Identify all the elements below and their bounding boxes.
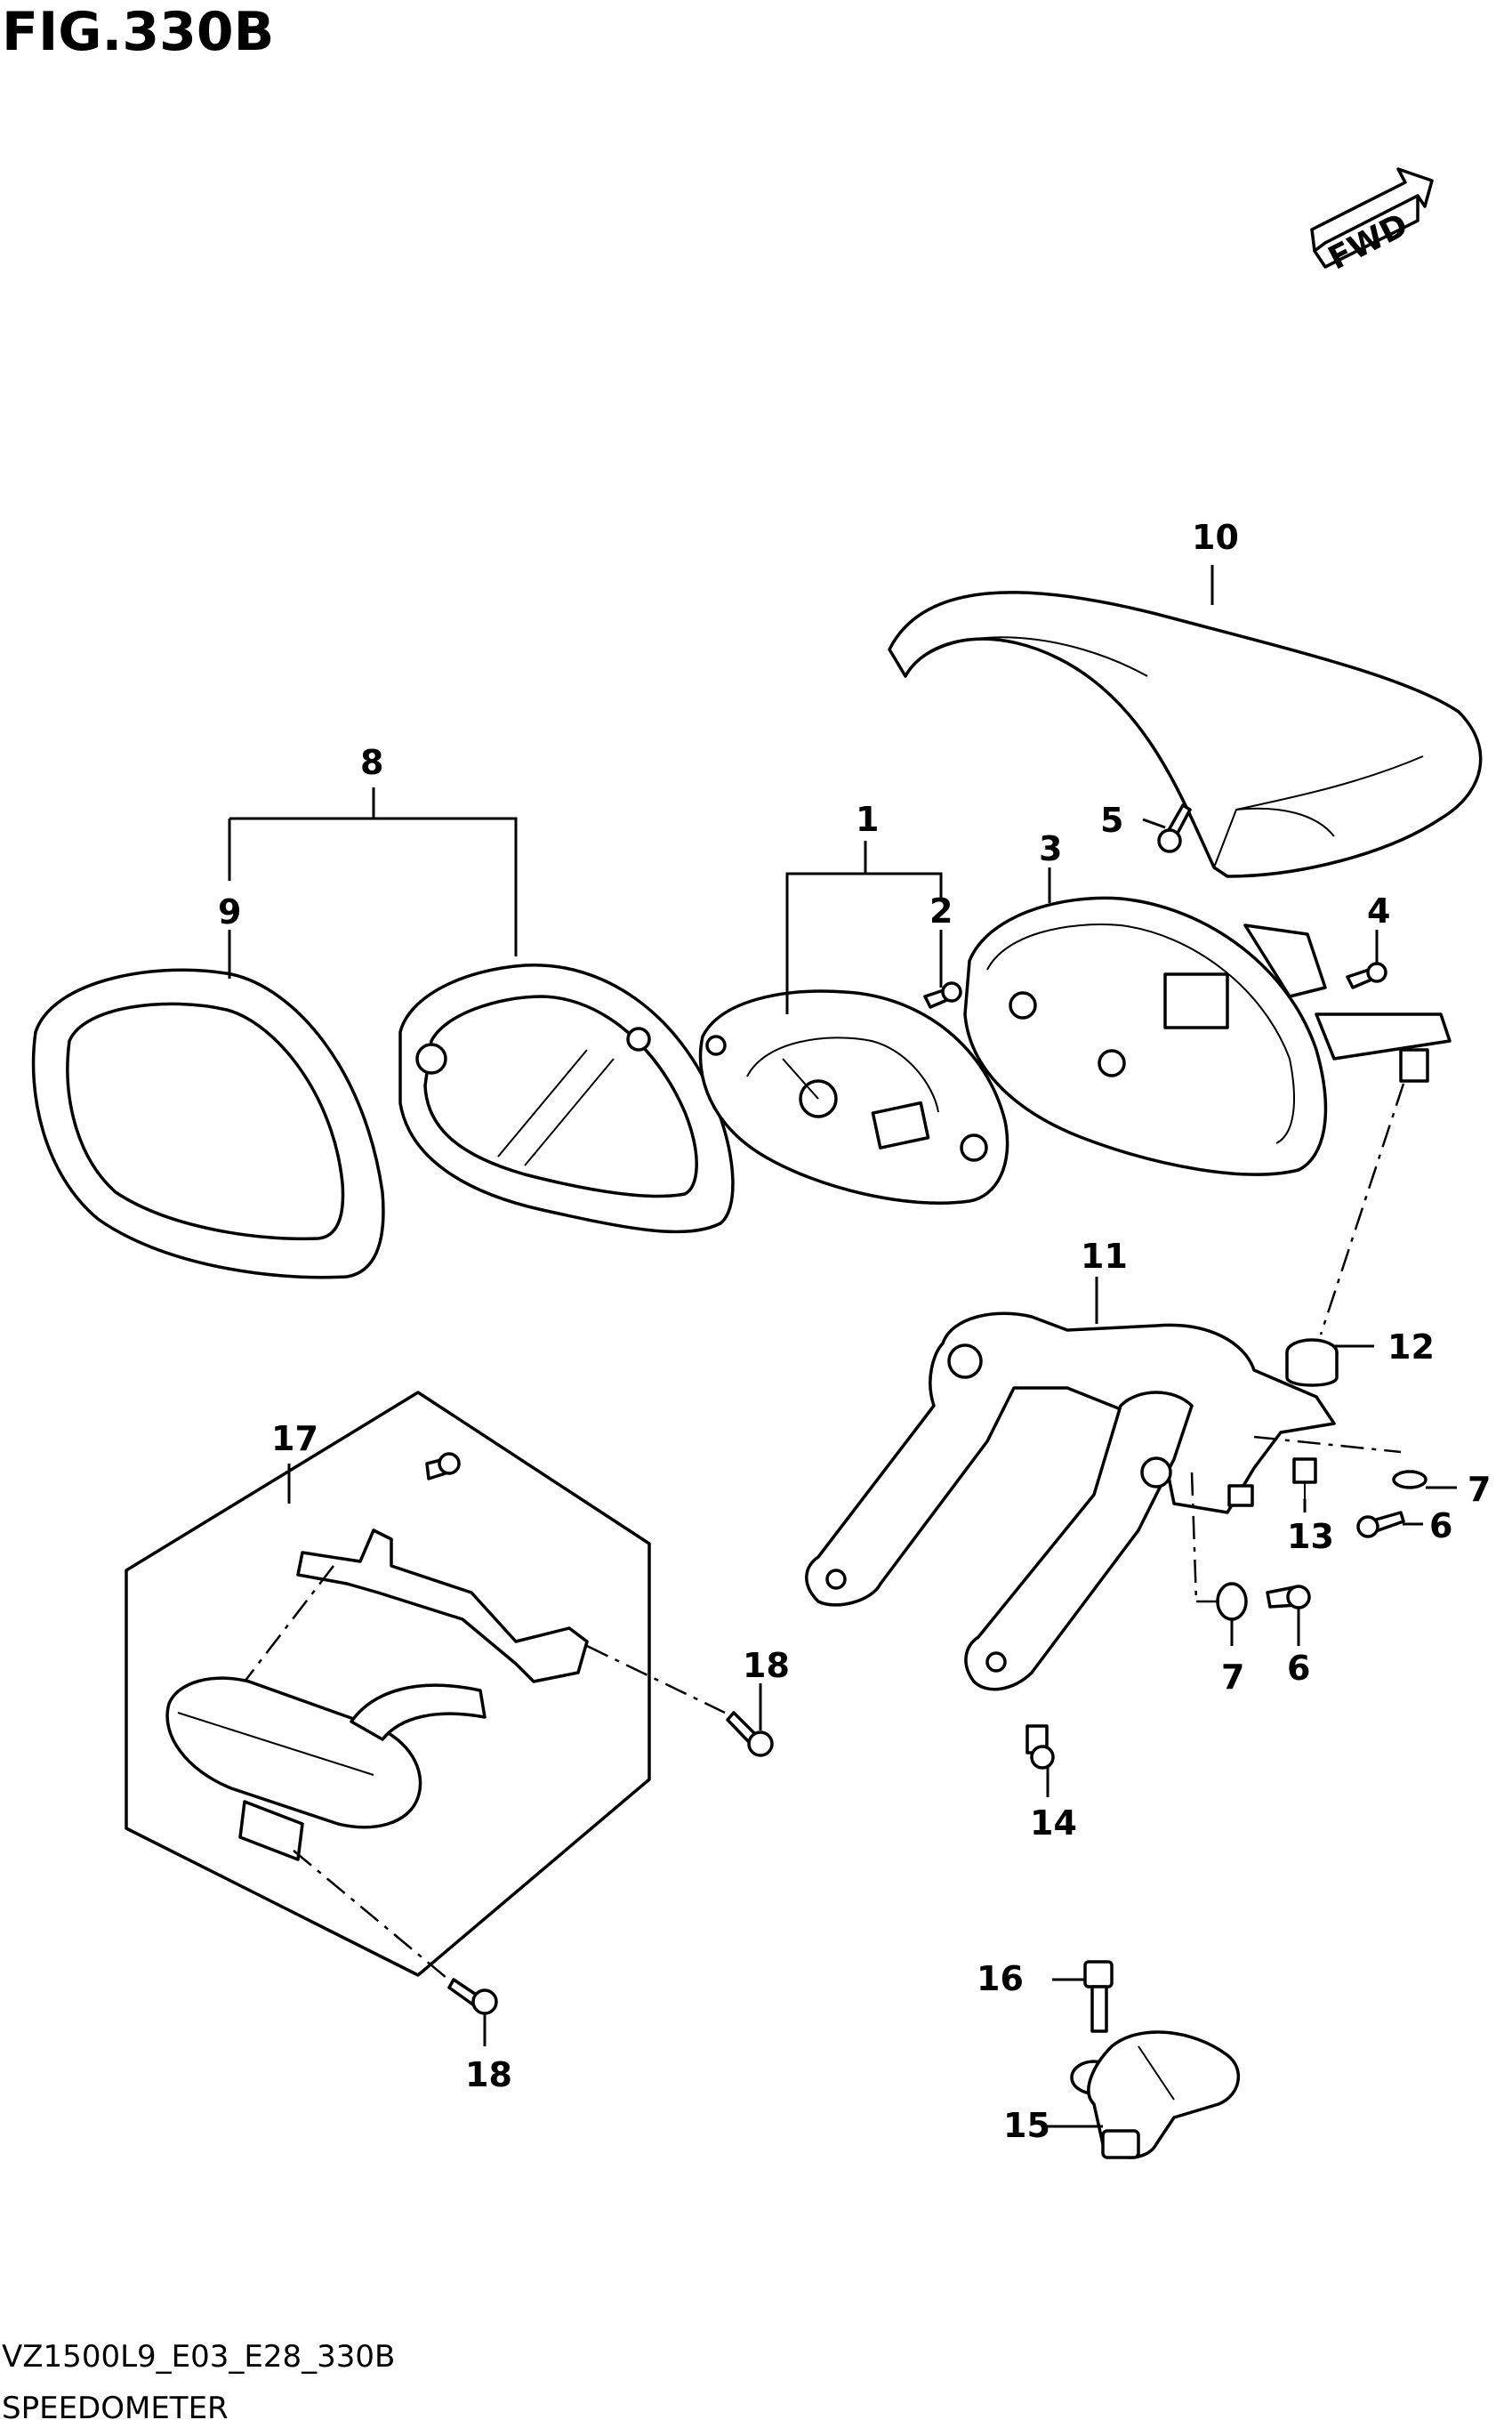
callouts: 10 8 9 1 2 3 5 4 11 12 7 6 13 7 6 14 17 …	[218, 518, 1491, 2145]
callout-10: 10	[1192, 518, 1239, 557]
fwd-arrow-icon: FWD	[1310, 167, 1434, 278]
callout-11: 11	[1081, 1237, 1128, 1276]
callout-1: 1	[856, 800, 879, 839]
part-15-speed-sensor	[1070, 2030, 1241, 2159]
part-4-screw	[1346, 962, 1387, 989]
callout-18a: 18	[743, 1646, 790, 1685]
leader-lines	[228, 565, 1457, 2128]
callout-7a: 7	[1468, 1470, 1491, 1509]
part-11-bracket	[805, 1311, 1336, 1691]
part-2-screw	[923, 981, 962, 1009]
figure-title: FIG.330B	[2, 1, 274, 63]
part-8-case	[398, 964, 735, 1234]
callout-12: 12	[1387, 1327, 1435, 1367]
callout-5: 5	[1100, 801, 1123, 840]
part-10-visor	[888, 591, 1483, 878]
callout-15: 15	[1003, 2106, 1050, 2145]
model-code: VZ1500L9_E03_E28_330B	[2, 2339, 395, 2375]
part-3-housing	[963, 896, 1452, 1176]
callout-2: 2	[929, 891, 953, 931]
part-12-grommet	[1285, 1338, 1339, 1387]
part-18-screw-a	[726, 1711, 774, 1757]
part-16-bolt	[1083, 1960, 1114, 2033]
callout-8: 8	[360, 743, 383, 782]
part-17-kit	[125, 1391, 651, 1977]
callout-6a: 6	[1429, 1506, 1452, 1545]
callout-18b: 18	[465, 2055, 512, 2094]
callout-16: 16	[977, 1959, 1024, 1998]
part-1-speedometer	[698, 989, 1009, 1205]
part-13-bolt	[1292, 1457, 1317, 1499]
section-name: SPEEDOMETER	[2, 2391, 229, 2426]
callout-17: 17	[271, 1419, 318, 1458]
part-6-screw-b	[1266, 1585, 1311, 1609]
callout-6b: 6	[1287, 1649, 1310, 1688]
callout-3: 3	[1039, 829, 1062, 868]
part-9-bezel	[31, 968, 385, 1279]
dashed-centerlines	[244, 1083, 1405, 1983]
part-7-washer-a	[1392, 1470, 1428, 1489]
callout-14: 14	[1030, 1803, 1077, 1843]
part-7-washer-b	[1216, 1582, 1248, 1621]
callout-13: 13	[1287, 1517, 1334, 1556]
part-14-bolt	[1025, 1724, 1055, 1770]
callout-4: 4	[1367, 891, 1390, 931]
part-5-screw	[1157, 803, 1192, 853]
part-6-screw-a	[1356, 1511, 1405, 1538]
part-18-screw-b	[447, 1978, 498, 2015]
callout-9: 9	[218, 892, 241, 932]
callout-7b: 7	[1221, 1658, 1244, 1697]
